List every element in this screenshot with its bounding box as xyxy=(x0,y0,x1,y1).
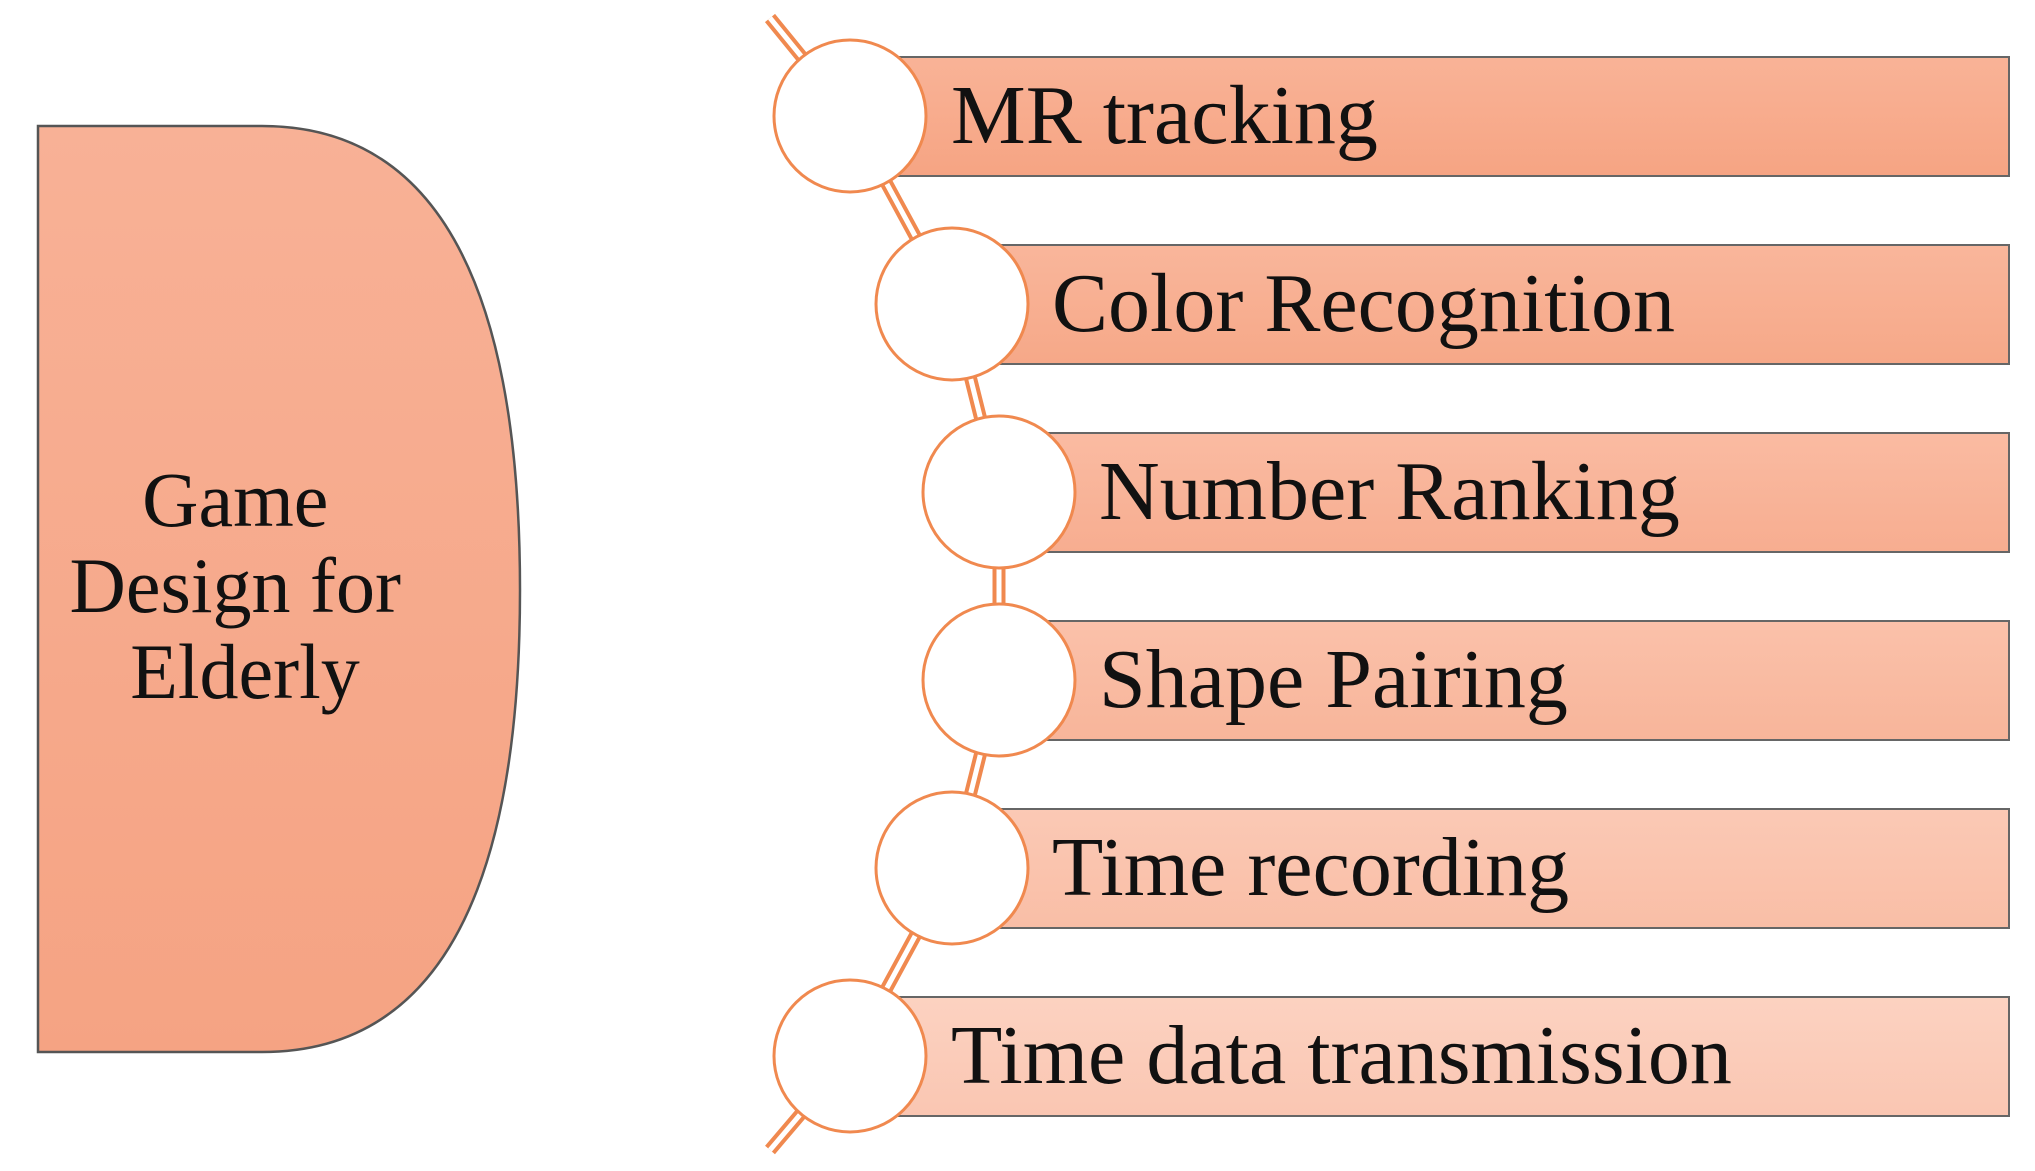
connector-line-outer xyxy=(764,13,1006,1155)
item-label: Shape Pairing xyxy=(1099,633,1568,726)
item-bar xyxy=(883,996,2010,1117)
item-row-2: Color Recognition xyxy=(874,226,2010,382)
item-circle xyxy=(874,790,1030,946)
item-circle xyxy=(921,414,1077,570)
main-title: Game Design for Elderly xyxy=(70,456,421,715)
item-label: MR tracking xyxy=(951,69,1378,162)
item-label: Color Recognition xyxy=(1052,257,1675,350)
item-circle xyxy=(874,226,1030,382)
item-bar xyxy=(985,808,2010,929)
item-bar xyxy=(985,244,2010,365)
item-label: Time recording xyxy=(1052,821,1569,914)
item-circle xyxy=(772,38,928,194)
item-row-4: Shape Pairing xyxy=(921,602,2010,758)
item-row-5: Time recording xyxy=(874,790,2010,946)
item-circle xyxy=(921,602,1077,758)
item-bar xyxy=(883,56,2010,177)
item-label: Number Ranking xyxy=(1099,445,1680,538)
item-circle xyxy=(772,978,928,1134)
item-row-3: Number Ranking xyxy=(921,414,2010,570)
main-title-line-2: Design for xyxy=(70,542,401,629)
item-label: Time data transmission xyxy=(951,1009,1732,1102)
main-title-line-1: Game xyxy=(142,456,328,543)
item-row-6: Time data transmission xyxy=(772,978,2010,1134)
main-title-line-3: Elderly xyxy=(130,628,360,715)
item-row-1: MR tracking xyxy=(772,38,2010,194)
main-shape xyxy=(36,124,522,1054)
